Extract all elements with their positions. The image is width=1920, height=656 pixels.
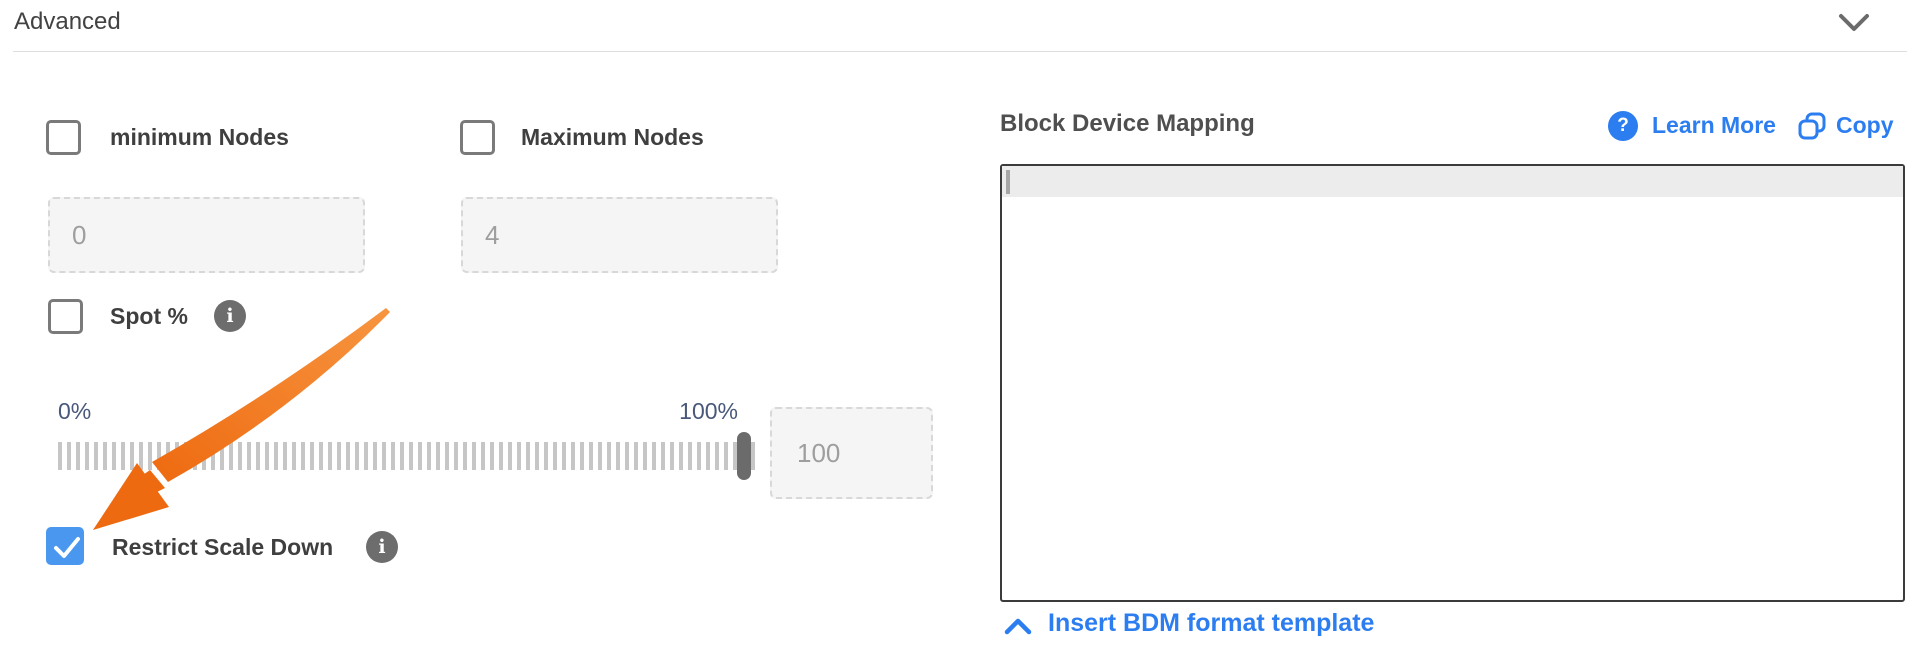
max-nodes-input[interactable]	[461, 197, 778, 273]
min-nodes-label: minimum Nodes	[110, 124, 289, 150]
chevron-down-icon[interactable]	[1838, 12, 1870, 34]
checkmark-icon	[54, 537, 80, 558]
spot-percent-label: Spot %	[110, 303, 188, 329]
spot-percent-input[interactable]	[770, 407, 933, 499]
copy-icon[interactable]	[1797, 111, 1827, 141]
annotation-arrow	[93, 308, 390, 530]
bdm-editor-caret	[1006, 170, 1010, 194]
chevron-up-icon[interactable]	[1004, 617, 1032, 635]
insert-bdm-template-link[interactable]: Insert BDM format template	[1048, 609, 1375, 637]
restrict-scale-down-label: Restrict Scale Down	[112, 534, 334, 560]
min-nodes-checkbox[interactable]	[46, 120, 81, 155]
help-icon[interactable]: ?	[1608, 111, 1638, 141]
learn-more-link[interactable]: Learn More	[1652, 112, 1776, 138]
max-nodes-label: Maximum Nodes	[521, 124, 704, 150]
section-divider	[13, 51, 1907, 52]
bdm-title: Block Device Mapping	[1000, 110, 1255, 137]
copy-link[interactable]: Copy	[1836, 112, 1894, 138]
spot-percent-slider-handle[interactable]	[737, 432, 751, 480]
slider-min-label: 0%	[58, 398, 92, 424]
restrict-scale-down-checkbox[interactable]	[46, 527, 84, 565]
min-nodes-input[interactable]	[48, 197, 365, 273]
spot-percent-checkbox[interactable]	[48, 299, 83, 334]
section-title: Advanced	[14, 8, 121, 35]
spot-info-icon[interactable]: i	[214, 300, 246, 332]
slider-max-label: 100%	[679, 398, 738, 424]
bdm-editor[interactable]	[1000, 164, 1905, 602]
max-nodes-checkbox[interactable]	[460, 120, 495, 155]
restrict-info-icon[interactable]: i	[366, 531, 398, 563]
bdm-editor-active-line	[1002, 166, 1903, 197]
